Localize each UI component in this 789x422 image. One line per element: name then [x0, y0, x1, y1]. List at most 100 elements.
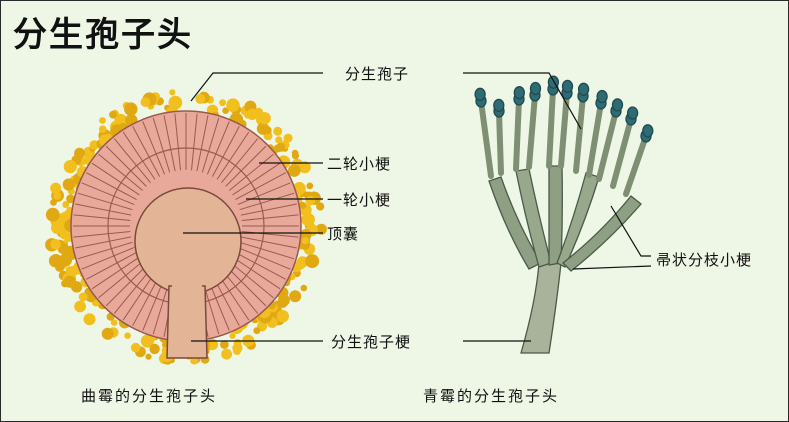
spore	[276, 142, 286, 152]
penicillium-spore	[596, 89, 608, 104]
sterigma-line	[152, 117, 171, 173]
spore	[300, 229, 312, 241]
spore	[50, 199, 57, 206]
aspergillus-head	[45, 89, 327, 365]
phialide	[546, 86, 556, 169]
stalk-join	[172, 281, 202, 293]
sterigma-line	[237, 246, 291, 270]
sterigma-line	[122, 131, 156, 180]
sterigma-line	[239, 241, 295, 260]
sterigma-line	[98, 261, 144, 299]
spore	[98, 125, 107, 133]
spore	[169, 89, 176, 96]
caption-penicillium: 青霉的分生孢子头	[423, 387, 560, 405]
spore	[50, 239, 61, 250]
leader-broom-2	[572, 265, 652, 270]
phialide	[610, 116, 634, 189]
sterigma-line	[73, 214, 131, 221]
sterigma-line	[239, 192, 295, 211]
sterigma-line	[91, 256, 140, 290]
spore	[74, 300, 86, 313]
spore	[145, 353, 152, 360]
sterigma-line	[81, 246, 135, 270]
phialide	[513, 96, 522, 172]
penicillium-spore	[611, 98, 624, 112]
spore	[83, 313, 96, 326]
sterigma-line	[105, 265, 147, 307]
sterigma-line	[232, 256, 281, 290]
sterigma-line	[142, 121, 166, 175]
spore	[232, 343, 243, 354]
spore	[110, 319, 118, 326]
sterigma-line	[237, 182, 291, 206]
spore	[149, 343, 160, 355]
sterigma-line	[211, 126, 240, 177]
leader-conidium-left	[190, 72, 323, 102]
phialide	[573, 93, 586, 174]
sterigma-line	[235, 251, 286, 280]
spore	[288, 164, 301, 177]
label-conidium: 分生孢子	[345, 65, 410, 83]
spore	[289, 290, 302, 303]
spore	[195, 93, 206, 104]
phialide	[526, 92, 538, 170]
phialide	[586, 100, 604, 178]
sterigma-line	[191, 113, 198, 171]
sterigma-line	[98, 153, 144, 191]
sterigma-line	[73, 231, 131, 238]
sterigma-line	[174, 113, 181, 171]
sterigma-line	[163, 115, 176, 172]
spore	[50, 254, 62, 266]
leader-broom-1	[610, 205, 651, 257]
spore	[283, 133, 293, 143]
spore	[62, 201, 70, 208]
spore	[222, 107, 229, 114]
label-conidiophore: 分生孢子梗	[331, 333, 412, 351]
sterigma-line	[132, 126, 161, 177]
sterigma-line	[113, 138, 151, 184]
sterigma-line	[201, 117, 220, 173]
phialide	[478, 98, 494, 179]
spore	[73, 284, 82, 293]
spore	[45, 207, 60, 222]
spore	[74, 147, 85, 159]
spore	[109, 110, 117, 119]
spore	[293, 182, 306, 194]
sterigma-line	[86, 251, 137, 280]
spore	[316, 202, 325, 211]
spore	[101, 327, 114, 340]
sterigma-line	[81, 182, 135, 206]
spore	[273, 126, 283, 136]
spore	[62, 178, 75, 191]
penicillium-spore	[577, 82, 590, 96]
spore	[299, 202, 307, 209]
spore	[99, 117, 106, 124]
label-primary-sterigma: 一轮小梗	[327, 191, 392, 209]
label-broom-branches: 帚状分枝小梗	[656, 251, 753, 269]
diagram-title: 分生孢子头	[13, 15, 193, 55]
sterigma-line	[77, 241, 133, 260]
spore	[65, 266, 72, 273]
sterigma-line	[122, 272, 156, 321]
spore	[256, 122, 270, 135]
spore	[305, 254, 320, 269]
phialide	[596, 108, 619, 182]
spore	[63, 160, 77, 174]
spore	[66, 194, 75, 204]
spore	[306, 182, 314, 190]
spore	[229, 332, 236, 339]
leader-lines	[183, 72, 652, 342]
leader-conidium-right	[463, 72, 582, 130]
penicillium-spore	[642, 124, 654, 138]
spore	[220, 340, 229, 349]
sterigma-line	[77, 192, 133, 211]
penicillium-phialides	[474, 75, 654, 197]
sterigma-line	[235, 172, 286, 201]
sterigma-line	[241, 214, 299, 221]
sterigma-line	[240, 203, 297, 216]
phialide	[496, 108, 504, 176]
spore	[206, 338, 219, 351]
penicillium-head	[474, 75, 654, 354]
spore	[59, 229, 70, 240]
